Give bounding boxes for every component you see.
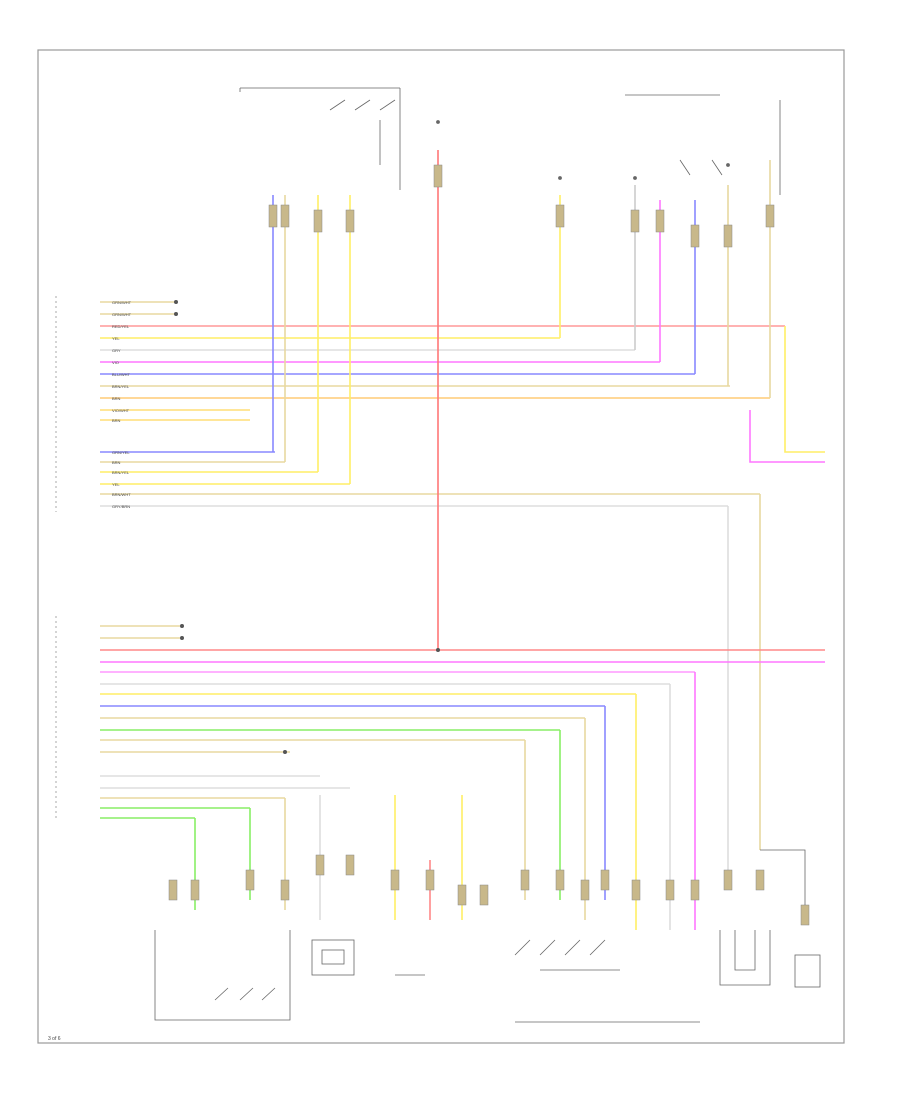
svg-text:GRN/WHT: GRN/WHT <box>112 300 132 305</box>
svg-text:GRY/BRN: GRY/BRN <box>112 504 130 509</box>
svg-text:RED/YEL: RED/YEL <box>112 324 130 329</box>
connector-pin-dots <box>174 300 440 754</box>
svg-text:BRN/YEL: BRN/YEL <box>112 470 130 475</box>
svg-text:BRN/YEL: BRN/YEL <box>112 384 130 389</box>
svg-text:GRY: GRY <box>112 348 121 353</box>
svg-text:BRN: BRN <box>112 396 121 401</box>
upper-horizontal-wires <box>100 301 825 507</box>
lower-vertical-wires <box>194 672 696 930</box>
svg-text:YEL: YEL <box>112 336 120 341</box>
svg-text:BLU/WHT: BLU/WHT <box>112 372 131 377</box>
svg-text:GRN/WHT: GRN/WHT <box>112 312 132 317</box>
top-components <box>239 87 781 195</box>
lower-horizontal-wires <box>100 625 825 819</box>
svg-text:VIO: VIO <box>112 360 119 365</box>
svg-text:YEL: YEL <box>112 482 120 487</box>
diagram-frame <box>37 49 845 1044</box>
svg-text:BRN: BRN <box>112 460 121 465</box>
svg-text:VIO/WHT: VIO/WHT <box>112 408 130 413</box>
svg-text:BRN/WHT: BRN/WHT <box>112 492 131 497</box>
svg-text:BRN: BRN <box>112 418 121 423</box>
page-number: 3 of 6 <box>48 1036 61 1042</box>
svg-text:GRN/YEL: GRN/YEL <box>112 450 130 455</box>
bottom-components <box>154 849 821 1023</box>
wire-splice-markers <box>168 164 810 926</box>
wire-color-labels: GRN/WHT GRN/WHT RED/YEL YEL GRY VIO BLU/… <box>112 300 132 509</box>
